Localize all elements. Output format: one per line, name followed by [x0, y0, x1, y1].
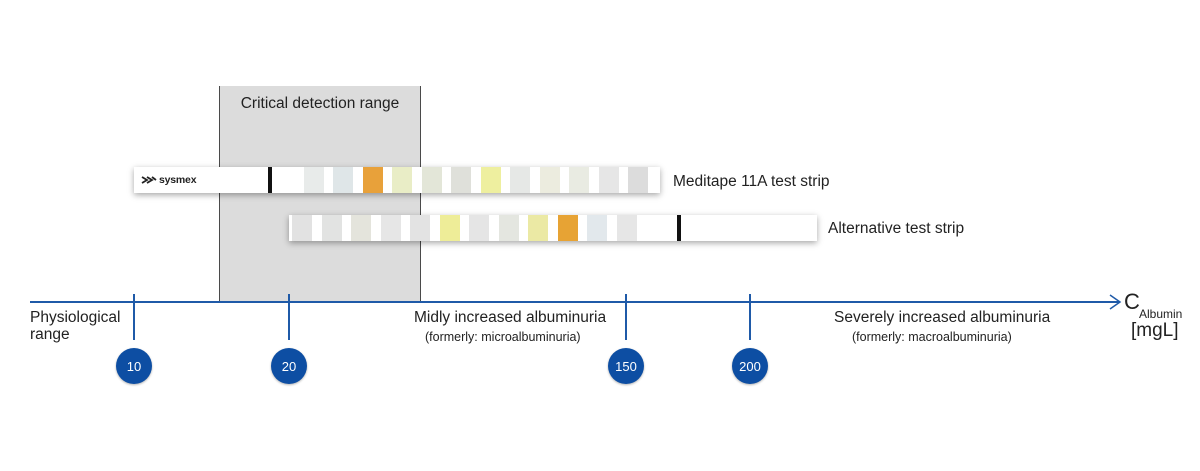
albumin-subscript: Albumin — [1139, 307, 1183, 321]
strip-pad — [439, 215, 460, 241]
strip-pad — [598, 167, 619, 193]
concentration-symbol: C — [1124, 289, 1140, 314]
strip-pad — [333, 167, 353, 193]
strip-pad — [539, 167, 560, 193]
strip-pad — [557, 215, 578, 241]
strip-pad — [569, 167, 589, 193]
strip-pad — [469, 215, 489, 241]
concentration-axis — [30, 301, 1120, 303]
black-marker-bar — [677, 215, 681, 241]
strip-pad — [480, 167, 501, 193]
macroalbuminuria-note: (formerly: macroalbuminuria) — [852, 330, 1012, 344]
strip-pad — [274, 167, 294, 193]
tick-label-10: 10 — [116, 348, 152, 384]
microalbuminuria-note: (formerly: microalbuminuria) — [425, 330, 581, 344]
strip-pad — [628, 167, 648, 193]
physiological-range-label-line2: range — [30, 326, 70, 343]
strip-pad — [528, 215, 548, 241]
tick-label-200: 200 — [732, 348, 768, 384]
midly-increased-albuminuria-label: Midly increased albuminuria — [414, 309, 607, 326]
tick-200 — [749, 294, 751, 340]
physiological-range-label-line1: Physiological — [30, 309, 121, 326]
strip-pad — [498, 215, 519, 241]
tick-10 — [133, 294, 135, 340]
axis-arrow-icon — [1109, 294, 1122, 310]
concentration-unit: [mgL] — [1131, 320, 1179, 341]
strip-pad — [380, 215, 401, 241]
alternative-strip-label: Alternative test strip — [828, 220, 965, 237]
meditape-strip-label: Meditape 11A test strip — [673, 173, 830, 190]
strip-pad — [587, 215, 607, 241]
strip-pad — [321, 215, 342, 241]
strip-pad — [303, 167, 324, 193]
strip-pad — [410, 215, 430, 241]
strip-pad — [616, 215, 637, 241]
sysmex-logo-icon — [141, 176, 157, 184]
sysmex-logo: sysmex — [141, 172, 197, 188]
meditape-test-strip: sysmex — [134, 167, 660, 193]
strip-pad — [351, 215, 371, 241]
strip-pad — [510, 167, 530, 193]
sysmex-logo-text: sysmex — [159, 174, 197, 186]
black-marker-bar — [268, 167, 272, 193]
strip-pad — [421, 167, 442, 193]
critical-range-label: Critical detection range — [240, 95, 400, 112]
critical-detection-range-box: Critical detection range — [219, 86, 421, 302]
alternative-test-strip — [289, 215, 817, 241]
tick-label-150: 150 — [608, 348, 644, 384]
tick-20 — [288, 294, 290, 340]
tick-label-20: 20 — [271, 348, 307, 384]
strip-pad — [451, 167, 471, 193]
strip-pad — [292, 215, 312, 241]
tick-150 — [625, 294, 627, 340]
severely-increased-albuminuria-label: Severely increased albuminuria — [834, 309, 1051, 326]
strip-pad — [392, 167, 412, 193]
strip-pad — [362, 167, 383, 193]
